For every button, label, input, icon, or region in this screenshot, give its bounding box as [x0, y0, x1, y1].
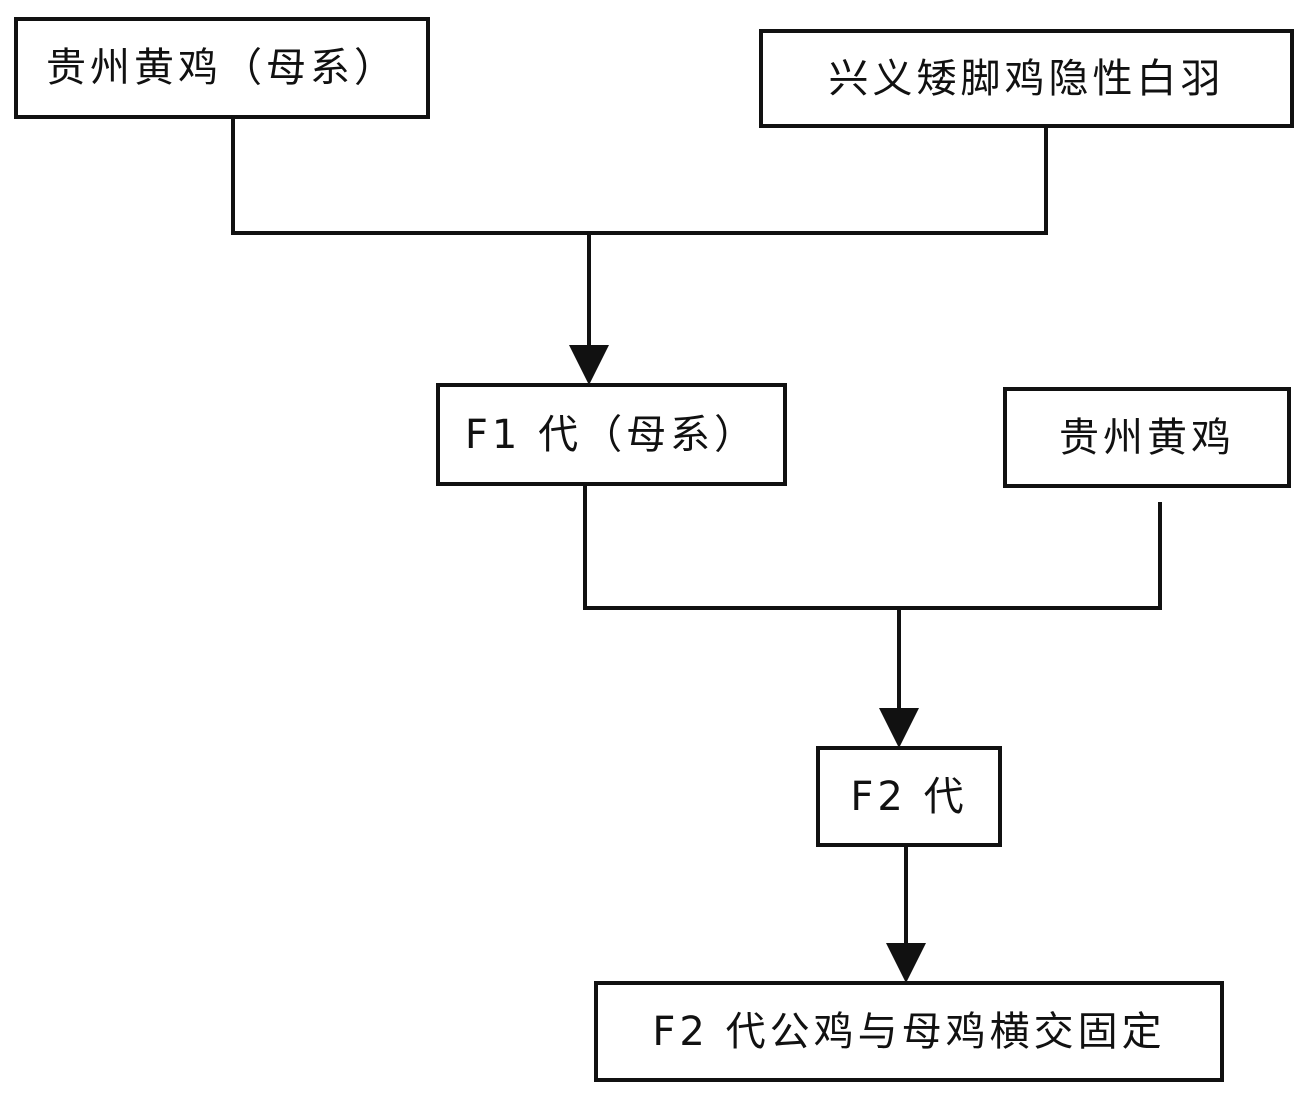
- node-label: 贵州黄鸡: [1059, 414, 1235, 461]
- node-xingyi-bantam-recessive-white: 兴义矮脚鸡隐性白羽: [759, 29, 1294, 128]
- node-guizhou-yellow-chicken-maternal: 贵州黄鸡（母系）: [14, 17, 430, 119]
- node-f2-cross-fixation: F2 代公鸡与母鸡横交固定: [594, 981, 1224, 1082]
- merge-connector-top: [231, 119, 1048, 385]
- node-label: F2 代公鸡与母鸡横交固定: [652, 1008, 1166, 1055]
- node-label: F1 代（母系）: [464, 411, 759, 458]
- node-f1-generation-maternal: F1 代（母系）: [436, 383, 787, 486]
- node-guizhou-yellow-chicken: 贵州黄鸡: [1003, 387, 1291, 488]
- node-label: 贵州黄鸡（母系）: [46, 45, 398, 91]
- node-f2-generation: F2 代: [816, 746, 1002, 847]
- merge-connector-middle: [583, 486, 1162, 748]
- node-label: 兴义矮脚鸡隐性白羽: [828, 55, 1225, 102]
- node-label: F2 代: [850, 773, 968, 820]
